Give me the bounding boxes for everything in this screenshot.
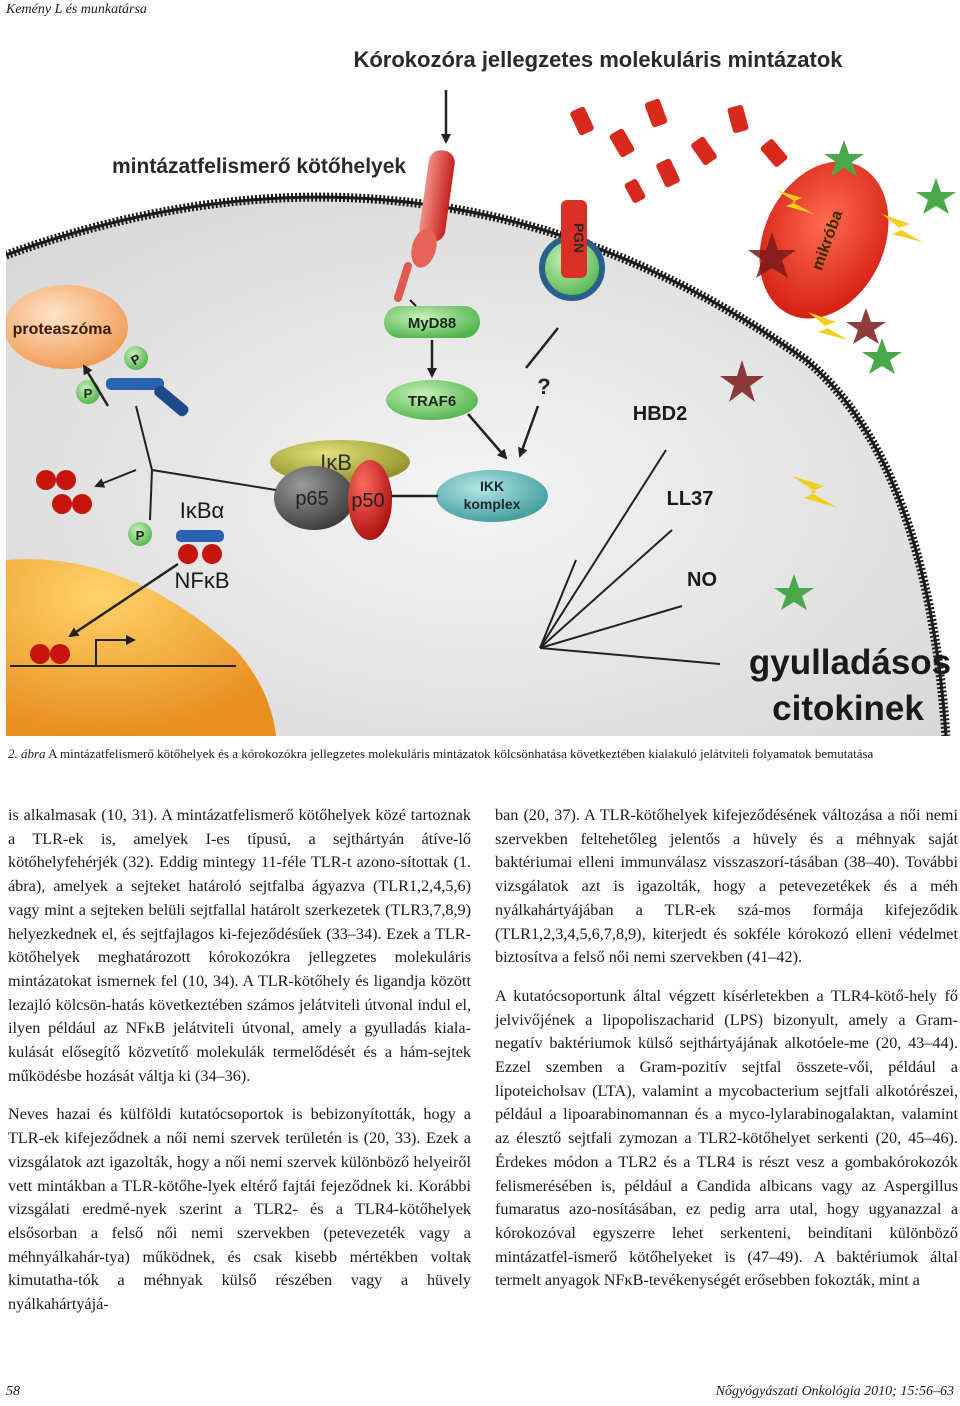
question-mark: ? (537, 374, 550, 399)
left-paragraph-2: Neves hazai és külföldi kutatócsoportok … (8, 1105, 471, 1314)
nfkb-dimers (36, 470, 92, 514)
column-right: ban (20, 37). A TLR-kötőhelyek kifejeződ… (495, 804, 958, 1293)
effector-fan (539, 449, 721, 665)
lightning-decorations (776, 190, 922, 508)
traf6-label: TRAF6 (408, 393, 456, 410)
p50-label: p50 (351, 490, 384, 512)
no-label: NO (687, 569, 717, 591)
cytokines-line1: gyulladásos (749, 643, 951, 682)
running-head: Kemény L és munkatársa (6, 2, 147, 17)
left-paragraph-1: is alkalmasak (10, 31). A mintázatfelism… (8, 806, 471, 1085)
ikba-nfkb: IκBα P NFκB (68, 405, 277, 638)
ll37-label: LL37 (667, 488, 714, 510)
phospho-bottom: P (136, 528, 145, 543)
nfkb-complex: IκB p65 p50 (270, 440, 410, 540)
right-paragraph-2: A kutatócsoportunk által végzett kísérle… (495, 986, 958, 1290)
hbd2-label: HBD2 (633, 403, 687, 425)
tlr-receptor (394, 150, 455, 302)
nucleus (6, 559, 276, 736)
figure-caption: 2. ábra A mintázatfelismerő kötőhelyek é… (8, 746, 952, 762)
caption-label: 2. ábra (8, 746, 46, 761)
p65-label: p65 (295, 488, 328, 510)
nfkb-label: NFκB (175, 568, 230, 593)
ikba-label: IκBα (180, 498, 225, 523)
myd88-label: MyD88 (408, 315, 456, 332)
microbe: mikróba (759, 161, 889, 319)
caption-text: A mintázatfelismerő kötőhelyek és a kóro… (48, 746, 874, 761)
pgn-label: PGN (571, 223, 587, 253)
figure-title: Kórokozóra jellegzetes molekuláris mintá… (353, 47, 843, 72)
proteasome: proteaszóma (6, 285, 128, 369)
proteasome-label: proteaszóma (13, 321, 112, 338)
pamp-fragments (570, 98, 788, 203)
star-decorations (720, 140, 956, 610)
phospho-top-1: P (84, 386, 93, 401)
myd88: MyD88 (384, 306, 480, 338)
journal-citation: Nőgyógyászati Onkológia 2010; 15:56–63 (715, 1384, 954, 1399)
column-left: is alkalmasak (10, 31). A mintázatfelism… (8, 804, 471, 1317)
pgn-receptor: PGN (539, 200, 605, 301)
traf6: TRAF6 (386, 380, 478, 420)
right-paragraph-1: ban (20, 37). A TLR-kötőhelyek kifejeződ… (495, 806, 958, 967)
phospho-ikba-top: P P (76, 346, 189, 417)
cytokines-line2: citokinek (772, 689, 924, 728)
receptor-label: mintázatfelismerő kötőhelyek (112, 155, 406, 178)
dna-promoter (10, 635, 236, 667)
signaling-figure: Kórokozóra jellegzetes molekuláris mintá… (6, 30, 958, 736)
cell-body (6, 197, 946, 736)
page-number: 58 (6, 1384, 20, 1399)
